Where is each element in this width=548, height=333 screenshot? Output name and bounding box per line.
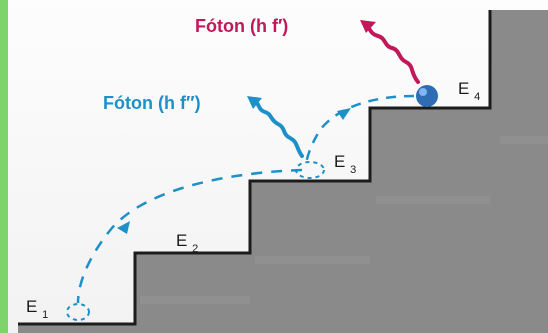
level-label-e1: E 1	[26, 297, 48, 321]
arrowhead-e3-e1	[117, 221, 130, 234]
level-label-e2-sub: 2	[192, 243, 198, 255]
level-label-e2: E 2	[176, 231, 198, 255]
level-label-e3-sub: 3	[350, 164, 356, 176]
photon-mid-arrow	[247, 96, 262, 109]
level-marker-e3	[295, 161, 325, 179]
staircase-body	[18, 10, 548, 333]
photon-mid-wave	[252, 98, 304, 158]
transition-path-e4-e3	[304, 94, 415, 167]
level-label-e4-sub: 4	[474, 91, 480, 103]
photon-top-label: Fóton (h f′)	[195, 16, 288, 36]
photon-top-wave	[364, 22, 420, 84]
staircase-outline	[18, 10, 492, 326]
electron-ball-highlight	[419, 88, 427, 96]
level-label-e1-sub: 1	[42, 309, 48, 321]
level-label-e3: E 3	[334, 152, 356, 176]
level-label-e2-name: E	[176, 231, 187, 250]
photon-top-arrow	[360, 20, 376, 33]
level-label-e4-name: E	[458, 79, 469, 98]
electron-ball	[416, 85, 438, 107]
stairs-texture	[140, 136, 548, 304]
level-label-e3-name: E	[334, 152, 345, 171]
level-label-e4: E 4	[458, 79, 480, 103]
level-label-e1-name: E	[26, 297, 37, 316]
arrowhead-e4-e3	[337, 108, 351, 120]
level-marker-e1	[66, 303, 90, 321]
photon-mid-label: Fóton (h f′′)	[103, 93, 201, 113]
transition-path-e3-e1	[76, 168, 303, 304]
